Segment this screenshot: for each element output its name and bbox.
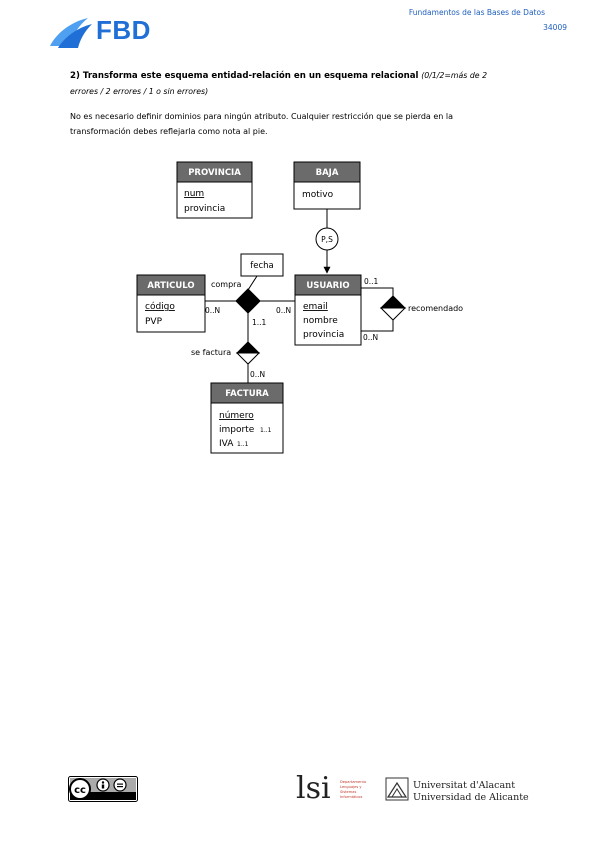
card-compra-factura: 1..1 bbox=[252, 318, 267, 327]
entity-usuario-key: email bbox=[303, 302, 328, 312]
lsi-logo: lsi Departamento Lenguajes y Sistemas In… bbox=[296, 770, 376, 806]
relationship-recomendado-label: recomendado bbox=[408, 304, 463, 313]
question-score-a: (0/1/2=más de 2 bbox=[421, 71, 488, 80]
relationship-se-factura: se factura bbox=[191, 341, 261, 365]
entity-provincia-name: PROVINCIA bbox=[188, 168, 241, 178]
entity-factura-attr2-card: 1..1 bbox=[237, 441, 249, 448]
entity-usuario-attr2: provincia bbox=[303, 330, 344, 340]
card-recomendado-bottom: 0..N bbox=[363, 333, 378, 342]
instructions-line-2: transformación debes reflejarla como not… bbox=[70, 127, 268, 136]
entity-factura-attr1-card: 1..1 bbox=[260, 427, 272, 434]
attribute-fecha: fecha bbox=[240, 253, 284, 277]
entity-articulo: ARTICULO código PVP bbox=[136, 274, 206, 333]
card-recomendado-top: 0..1 bbox=[364, 277, 379, 286]
entity-factura: FACTURA número importe 1..1 IVA 1..1 bbox=[210, 382, 284, 454]
entity-articulo-key: código bbox=[145, 301, 175, 312]
entity-factura-key: número bbox=[219, 411, 254, 421]
creative-commons-icon: cc bbox=[68, 776, 138, 802]
entity-factura-name: FACTURA bbox=[225, 389, 269, 399]
ua-logo: Universitat d'Alacant Universidad de Ali… bbox=[385, 773, 535, 805]
lsi-sub-1: Departamento bbox=[340, 780, 366, 784]
entity-usuario-name: USUARIO bbox=[306, 281, 349, 291]
hierarchy-label: P,S bbox=[321, 235, 333, 244]
ua-name-1: Universitat d'Alacant bbox=[413, 780, 515, 791]
entity-articulo-attr: PVP bbox=[145, 317, 163, 327]
ua-name-2: Universidad de Alicante bbox=[413, 792, 529, 803]
question-heading: 2) Transforma este esquema entidad-relac… bbox=[70, 68, 540, 100]
instructions: No es necesario definir dominios para ni… bbox=[70, 109, 540, 139]
entity-provincia-key: num bbox=[184, 189, 204, 199]
lsi-sub-3: Sistemas bbox=[340, 790, 356, 794]
relationship-se-factura-label: se factura bbox=[191, 348, 231, 357]
lsi-sub-2: Lenguajes y bbox=[340, 785, 362, 789]
relationship-compra: compra bbox=[211, 280, 261, 314]
entity-usuario-attr1: nombre bbox=[303, 316, 338, 326]
attribute-fecha-label: fecha bbox=[250, 261, 274, 271]
card-factura-sefactura: 0..N bbox=[250, 370, 265, 379]
card-articulo-compra: 0..N bbox=[205, 306, 220, 315]
lsi-sub-4: Informáticos bbox=[340, 795, 363, 799]
question-title: 2) Transforma este esquema entidad-relac… bbox=[70, 71, 419, 81]
entity-factura-attr2: IVA bbox=[219, 439, 234, 449]
lsi-logo-text: lsi bbox=[296, 771, 331, 804]
relationship-compra-label: compra bbox=[211, 280, 241, 289]
relationship-recomendado: recomendado bbox=[379, 295, 463, 321]
hierarchy-ps: P,S bbox=[315, 227, 339, 251]
entity-provincia-attr: provincia bbox=[184, 204, 225, 214]
card-usuario-compra: 0..N bbox=[276, 306, 291, 315]
course-name: Fundamentos de las Bases de Datos bbox=[408, 8, 545, 17]
svg-text:cc: cc bbox=[74, 785, 86, 796]
entity-factura-attr1: importe bbox=[219, 425, 255, 435]
entity-provincia: PROVINCIA num provincia bbox=[176, 161, 253, 219]
brand-title: FBD bbox=[96, 15, 151, 45]
course-code: 34009 bbox=[543, 23, 567, 32]
instructions-line-1: No es necesario definir dominios para ni… bbox=[70, 112, 454, 121]
question-score-b: errores / 2 errores / 1 o sin errores) bbox=[70, 87, 209, 96]
entity-baja-name: BAJA bbox=[316, 168, 339, 178]
entity-usuario: USUARIO email nombre provincia bbox=[294, 274, 362, 346]
entity-baja: BAJA motivo bbox=[293, 161, 361, 210]
fbd-logo-icon bbox=[50, 18, 92, 48]
entity-articulo-name: ARTICULO bbox=[147, 281, 194, 291]
entity-baja-attr: motivo bbox=[302, 190, 334, 200]
